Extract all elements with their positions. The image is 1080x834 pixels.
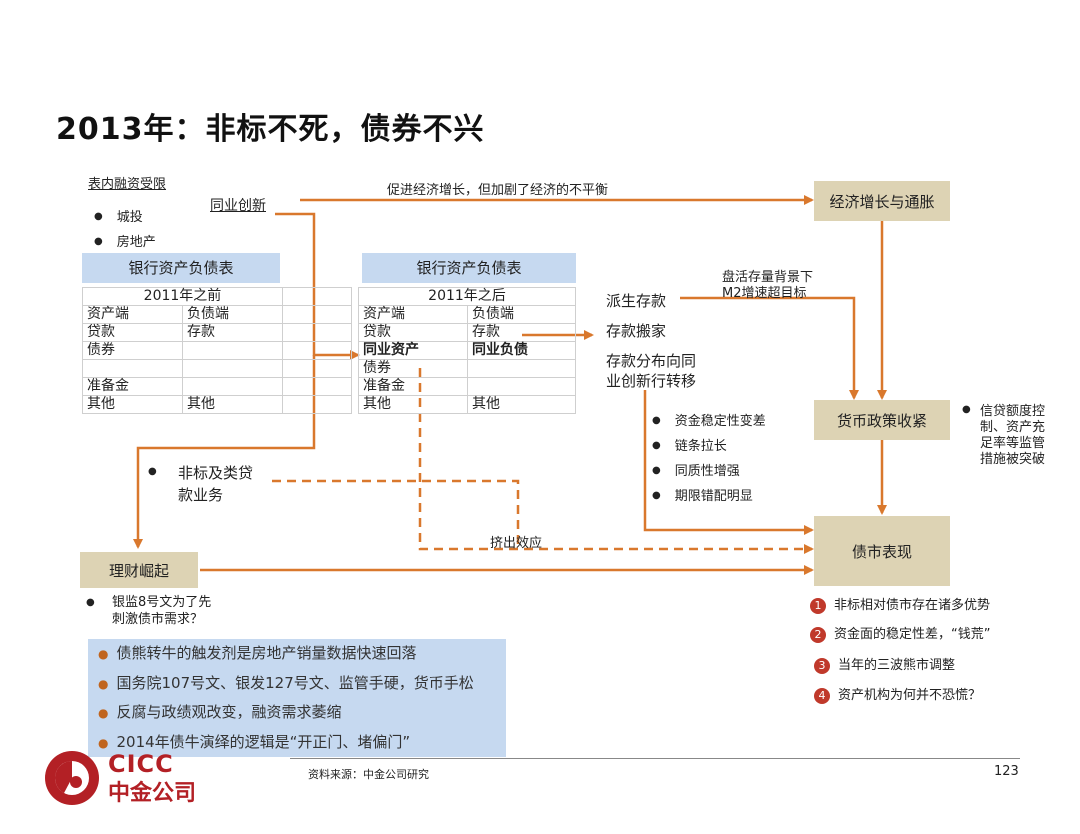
arrow-deposit-monetary <box>680 296 859 400</box>
summary-line-2: ●国务院107号文、银发127号文、监管手硬，货币手松 <box>98 673 474 692</box>
before-cell <box>182 359 283 378</box>
before-cell: 贷款 <box>82 323 183 342</box>
source-note: 资料来源：中金公司研究 <box>308 768 429 781</box>
wealth-note: 银监8号文为了先 刺激债市需求？ <box>112 594 211 628</box>
economy-box: 经济增长与通胀 <box>814 181 950 221</box>
deposit-shift-2: 业创新行转移 <box>606 372 697 390</box>
bond-point-1: 1 非标相对债市存在诸多优势 <box>810 594 990 614</box>
summary-text: 债熊转牛的触发剂是房地产销量数据快速回落 <box>116 644 417 662</box>
before-cell: 准备金 <box>82 377 183 396</box>
after-cell <box>467 377 576 396</box>
summary-line-1: ●债熊转牛的触发剂是房地产销量数据快速回落 <box>98 644 417 662</box>
bond-point-3: 3 当年的三波熊市调整 <box>814 654 955 674</box>
logo-en: CICC <box>108 750 174 778</box>
after-cell: 债券 <box>358 359 468 378</box>
monetary-box: 货币政策收紧 <box>814 400 950 440</box>
monetary-note: 信贷额度控 制、资产充 足率等监管 措施被突破 <box>980 404 1045 468</box>
onbalance-heading: 表内融资受限 <box>88 177 167 192</box>
after-cell: 其他 <box>467 395 576 414</box>
before-period: 2011年之前 <box>82 287 283 306</box>
bond-point-4: 4 资产机构为何并不恐慌？ <box>814 684 981 704</box>
after-sheet-header: 银行资产负债表 <box>362 253 576 283</box>
wealth-note-bullet: ● <box>86 597 95 608</box>
after-cell: 其他 <box>358 395 468 414</box>
monetary-note-line: 制、资产充 <box>980 420 1046 435</box>
nonstandard-line: 款业务 <box>178 486 224 504</box>
before-cell: 其他 <box>182 395 283 414</box>
logo-cn: 中金公司 <box>108 781 197 806</box>
summary-text: 反腐与政绩观改变，融资需求萎缩 <box>116 703 342 721</box>
before-cell <box>82 359 183 378</box>
after-cell: 存款 <box>467 323 576 342</box>
m2-note-line2: M2增速超目标 <box>722 286 807 301</box>
bullet-chengtou: 城投 <box>94 206 143 225</box>
before-cell <box>182 377 283 396</box>
nonstandard-label: 非标及类贷 款业务 <box>178 462 253 506</box>
nonstandard-line: 非标及类贷 <box>178 464 254 482</box>
number-badge: 2 <box>810 627 826 643</box>
before-sheet-table: 2011年之前 资产端负债端 贷款存款 债券 准备金 其他其他 <box>82 287 352 414</box>
deposit-bullet-3: 同质性增强 <box>652 460 740 479</box>
arrow-deposit-bond <box>643 390 814 535</box>
m2-note-line1: 盘活存量背景下 <box>722 270 814 285</box>
before-cell: 存款 <box>182 323 283 342</box>
page-title: 2013年：非标不死，债券不兴 <box>56 112 485 147</box>
interbank-innovation-label: 同业创新 <box>210 198 266 214</box>
before-cell <box>182 341 283 360</box>
summary-text: 2014年债牛演绎的逻辑是“开正门、堵偏门” <box>116 732 411 751</box>
after-sheet-table: 2011年之后 资产端负债端 贷款存款 同业资产同业负债 债券 准备金 其他其他 <box>358 287 576 414</box>
deposit-shift-1: 存款分布向同 <box>606 352 697 370</box>
before-cell: 其他 <box>82 395 183 414</box>
bond-point-2: 2 资金面的稳定性差，“钱荒” <box>810 623 990 643</box>
after-col-assets: 资产端 <box>358 305 468 324</box>
bond-point-text: 非标相对债市存在诸多优势 <box>834 598 991 613</box>
before-col-assets: 资产端 <box>82 305 183 324</box>
summary-line-4: ●2014年债牛演绎的逻辑是“开正门、堵偏门” <box>98 732 411 751</box>
number-badge: 3 <box>814 658 830 674</box>
summary-line-3: ●反腐与政绩观改变，融资需求萎缩 <box>98 703 342 721</box>
after-cell: 贷款 <box>358 323 468 342</box>
after-cell-interbank-assets: 同业资产 <box>358 341 468 360</box>
before-cell: 债券 <box>82 341 183 360</box>
bond-box: 债市表现 <box>814 516 950 586</box>
deposit-bullet-4: 期限错配明显 <box>652 485 753 504</box>
summary-box: ●债熊转牛的触发剂是房地产销量数据快速回落 ●国务院107号文、银发127号文、… <box>88 639 506 757</box>
arrow-crowding-out <box>418 368 814 554</box>
deposit-bullet-2: 链条拉长 <box>652 435 727 454</box>
wealth-note-line: 刺激债市需求？ <box>112 612 204 627</box>
arrow-nonstandard <box>272 479 520 549</box>
bond-point-text: 资金面的稳定性差，“钱荒” <box>834 627 991 642</box>
crowding-out-label: 挤出效应 <box>490 536 543 551</box>
after-period: 2011年之后 <box>358 287 576 306</box>
top-arrow-label: 促进经济增长，但加剧了经济的不平衡 <box>387 183 609 198</box>
bond-point-text: 资产机构为何并不恐慌？ <box>838 688 982 703</box>
footer-rule <box>290 758 1020 759</box>
bullet-realestate: 房地产 <box>94 231 156 250</box>
before-col-liab: 负债端 <box>182 305 283 324</box>
after-cell <box>467 359 576 378</box>
wealth-box: 理财崛起 <box>80 552 198 588</box>
bond-point-text: 当年的三波熊市调整 <box>838 658 956 673</box>
after-cell: 准备金 <box>358 377 468 396</box>
monetary-note-line: 足率等监管 <box>980 436 1046 451</box>
deposit-derived: 派生存款 <box>606 292 667 310</box>
wealth-note-line: 银监8号文为了先 <box>112 595 212 610</box>
cicc-logo-icon <box>45 751 99 805</box>
monetary-note-line: 措施被突破 <box>980 452 1046 467</box>
summary-text: 国务院107号文、银发127号文、监管手硬，货币手松 <box>116 673 474 692</box>
after-col-liab: 负债端 <box>467 305 576 324</box>
monetary-note-bullet: ● <box>962 404 971 415</box>
number-badge: 4 <box>814 688 830 704</box>
nonstandard-bullet: ● <box>148 466 157 477</box>
monetary-note-line: 信贷额度控 <box>980 404 1046 419</box>
before-sheet-header: 银行资产负债表 <box>82 253 280 283</box>
deposit-bullet-1: 资金稳定性变差 <box>652 410 766 429</box>
after-cell-interbank-liab: 同业负债 <box>467 341 576 360</box>
number-badge: 1 <box>810 598 826 614</box>
deposit-moving: 存款搬家 <box>606 322 667 340</box>
page-number: 123 <box>994 764 1019 779</box>
